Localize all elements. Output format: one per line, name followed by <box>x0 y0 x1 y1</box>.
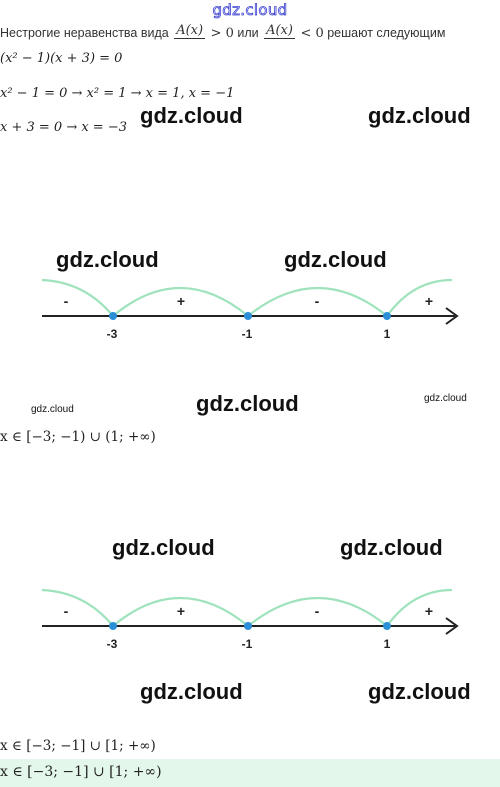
watermark: gdz.cloud <box>140 103 243 128</box>
arc <box>247 287 388 317</box>
inequality-1: > 0 <box>210 25 234 41</box>
result-2: x ∈ [−3; −1] ∪ [1; +∞) <box>0 738 156 754</box>
sign-label: - <box>64 603 69 619</box>
intro-text: Нестрогие неравенства вида A(x) > 0 или … <box>0 23 445 44</box>
point-marker <box>244 312 252 320</box>
sign-label: + <box>425 603 433 619</box>
point-label: 1 <box>384 327 391 341</box>
point-marker <box>244 622 252 630</box>
arc <box>112 287 249 317</box>
point-label: -1 <box>242 327 253 341</box>
point-marker <box>383 312 391 320</box>
intro-text-after: решают следующим <box>327 25 446 40</box>
sign-label: + <box>177 603 185 619</box>
point-label: -1 <box>242 637 253 651</box>
equation-3: x + 3 = 0 → x = −3 <box>0 120 127 135</box>
number-line-1: - + - + -3 -1 1 <box>41 278 459 341</box>
point-marker <box>109 622 117 630</box>
arc <box>41 278 114 317</box>
fraction-2-numerator: A(x) <box>266 23 293 38</box>
equation-2: x² − 1 = 0 → x² = 1 → x = 1, x = −1 <box>0 86 235 101</box>
watermark: gdz.cloud <box>340 535 443 560</box>
connector-word: или <box>237 25 259 40</box>
watermark: gdz.cloud <box>368 679 471 704</box>
point-label: -3 <box>107 327 118 341</box>
axis-arrow-icon <box>445 307 459 325</box>
arc <box>112 597 249 627</box>
point-marker <box>383 622 391 630</box>
point-label: 1 <box>384 637 391 651</box>
watermark: gdz.cloud <box>424 393 467 404</box>
sign-label: - <box>315 293 320 309</box>
point-marker <box>109 312 117 320</box>
final-answer-highlight <box>0 759 500 787</box>
number-line-2: - + - + -3 -1 1 <box>41 588 459 651</box>
sign-label: - <box>64 293 69 309</box>
equation-1: (x² − 1)(x + 3) = 0 <box>0 51 123 66</box>
watermark: gdz.cloud <box>140 679 243 704</box>
fraction-1: A(x) <box>174 23 206 44</box>
watermark: gdz.cloud <box>284 247 387 272</box>
watermark: gdz.cloud <box>31 404 74 415</box>
point-label: -3 <box>107 637 118 651</box>
watermark: gdz.cloud <box>368 103 471 128</box>
watermark: gdz.cloud <box>196 391 299 416</box>
site-title[interactable]: gdz.cloud <box>212 1 288 20</box>
final-answer: x ∈ [−3; −1] ∪ [1; +∞) <box>0 764 162 780</box>
axis-arrow-icon <box>445 617 459 635</box>
fraction-2: A(x) <box>264 23 295 44</box>
inequality-2: < 0 <box>300 25 324 41</box>
intro-text-before: Нестрогие неравенства вида <box>0 25 169 40</box>
arc <box>247 597 388 627</box>
sign-label: - <box>315 603 320 619</box>
result-1: x ∈ [−3; −1) ∪ (1; +∞) <box>0 429 156 445</box>
watermark: gdz.cloud <box>112 535 215 560</box>
watermark: gdz.cloud <box>56 247 159 272</box>
arc <box>386 588 453 627</box>
arc <box>41 588 114 627</box>
sign-label: + <box>425 293 433 309</box>
arc <box>386 278 453 317</box>
sign-label: + <box>177 293 185 309</box>
fraction-1-numerator: A(x) <box>176 23 204 38</box>
